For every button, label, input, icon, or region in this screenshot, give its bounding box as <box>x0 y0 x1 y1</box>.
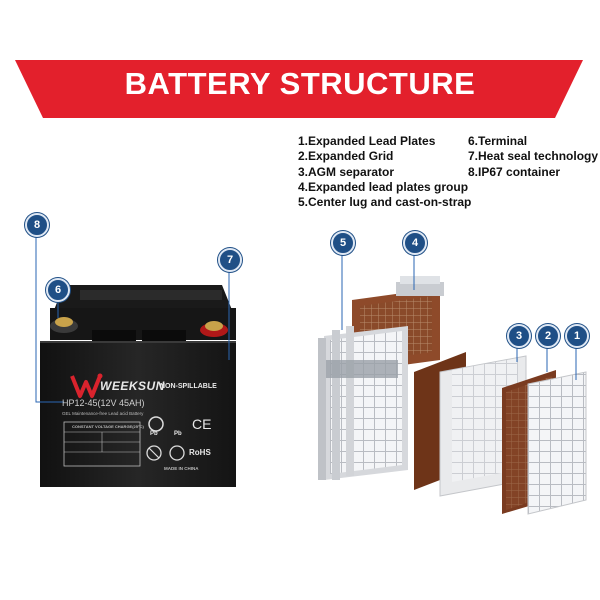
marker-5: 5 <box>331 231 355 255</box>
legend-item-5: 5.Center lug and cast-on-strap <box>298 195 472 210</box>
terminal-positive <box>200 321 228 337</box>
legend-list-left: 1.Expanded Lead Plates 2.Expanded Grid 3… <box>298 134 471 210</box>
pb-mark-2: Pb <box>174 431 182 437</box>
no-disposal-icon <box>146 445 162 461</box>
marker-4: 4 <box>403 231 427 255</box>
cast-on-strap-stack <box>318 326 408 480</box>
brand-name: WEEKSUN <box>100 379 165 393</box>
legend-item-8: 8.IP67 container <box>468 164 561 179</box>
caution-icon <box>169 445 185 461</box>
terminal-negative <box>50 317 78 333</box>
non-spillable-label: NON-SPILLABLE <box>160 383 217 390</box>
leader-line-8 <box>35 232 64 403</box>
charge-table <box>63 421 141 467</box>
legend-item-7: 7.Heat seal technology <box>468 149 599 164</box>
legend-item-6: 6.Terminal <box>468 134 528 148</box>
page-title: BATTERY STRUCTURE <box>124 66 476 101</box>
marker-3: 3 <box>507 324 531 348</box>
header-banner <box>15 60 583 118</box>
model-label: HP12-45(12V 45AH) <box>62 398 145 408</box>
recycle-icon <box>148 416 164 432</box>
legend-item-2: 2.Expanded Grid <box>298 149 394 164</box>
charge-table-title: CONSTANT VOLTAGE CHARGE(25°C) <box>72 424 144 429</box>
legend-item-4: 4.Expanded lead plates group <box>298 179 469 194</box>
legend-item-1: 1.Expanded Lead Plates <box>298 134 436 148</box>
pb-mark-1: Pb <box>150 431 158 437</box>
marker-7: 7 <box>218 248 242 272</box>
expanded-lead-plate <box>527 371 587 515</box>
marker-8: 8 <box>25 213 49 237</box>
battery-body <box>40 342 236 487</box>
marker-6: 6 <box>46 278 70 302</box>
legend-list-right: 6.Terminal 7.Heat seal technology 8.IP67… <box>468 134 598 180</box>
battery-type-label: GEL Maintenance-free Lead acid Battery <box>62 411 144 416</box>
rohs-mark: RoHS <box>189 448 211 457</box>
legend-item-3: 3.AGM separator <box>298 164 395 179</box>
marker-2: 2 <box>536 324 560 348</box>
made-in-label: MADE IN CHINA <box>164 466 199 471</box>
marker-1: 1 <box>565 324 589 348</box>
ce-mark: CE <box>192 416 212 432</box>
brand-logo <box>70 373 103 398</box>
